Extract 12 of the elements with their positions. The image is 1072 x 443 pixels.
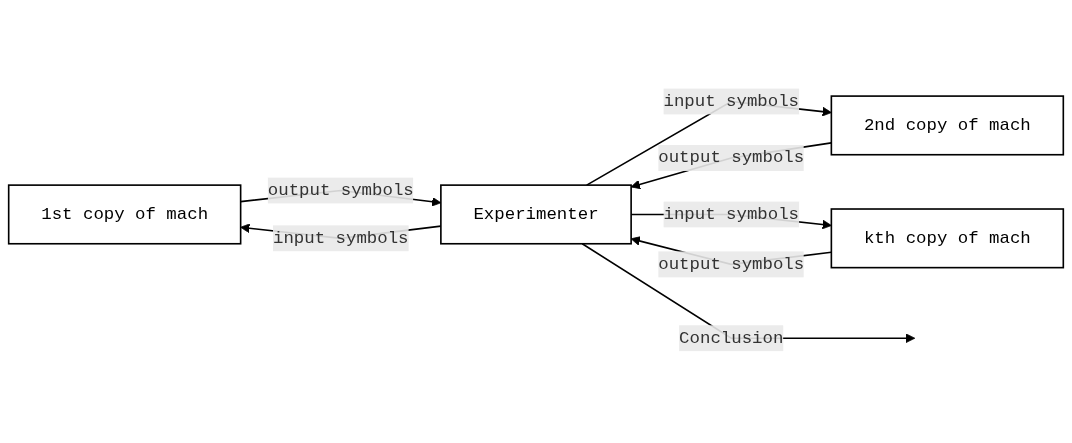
arrow bbox=[581, 242, 916, 343]
edge-label: input symbols bbox=[663, 91, 800, 112]
node-box: kth copy of mach bbox=[830, 208, 1065, 269]
edge-label: output symbols bbox=[658, 254, 805, 275]
edge-label: input symbols bbox=[272, 228, 409, 249]
node-box: Experimenter bbox=[440, 184, 632, 245]
edge-label: Conclusion bbox=[679, 328, 784, 348]
edge-label: input symbols bbox=[663, 204, 800, 225]
edge-label: output symbols bbox=[658, 148, 805, 168]
node-box: 2nd copy of mach bbox=[830, 95, 1065, 156]
edge-label: output symbols bbox=[267, 180, 414, 201]
node-box: 1st copy of mach bbox=[7, 184, 242, 245]
